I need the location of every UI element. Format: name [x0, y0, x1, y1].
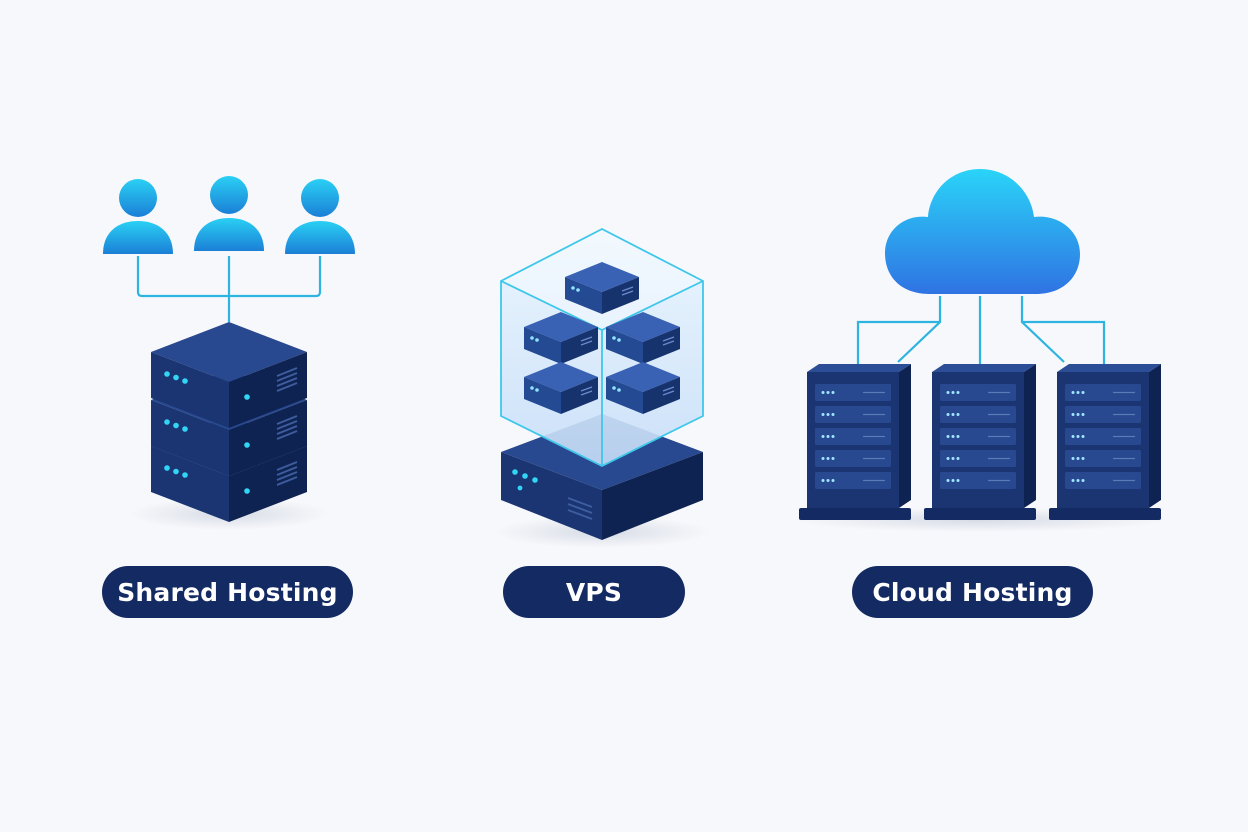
server-rack-icon [1048, 363, 1162, 521]
cloud-connector-lines [856, 296, 1106, 372]
server-rack-icon [798, 363, 912, 521]
shared-hosting-label: Shared Hosting [102, 566, 353, 618]
vps-label: VPS [503, 566, 685, 618]
user-icon [285, 179, 355, 254]
vps-group [494, 227, 710, 548]
server-stack [150, 321, 308, 523]
cloud-icon [885, 169, 1080, 294]
shared-hosting-group [103, 176, 355, 530]
cloud-hosting-group [790, 169, 1170, 532]
user-icon [194, 176, 264, 251]
user-connector-lines [136, 256, 322, 322]
user-icon [103, 179, 173, 254]
server-rack-icon [923, 363, 1037, 521]
cloud-hosting-label: Cloud Hosting [852, 566, 1093, 618]
